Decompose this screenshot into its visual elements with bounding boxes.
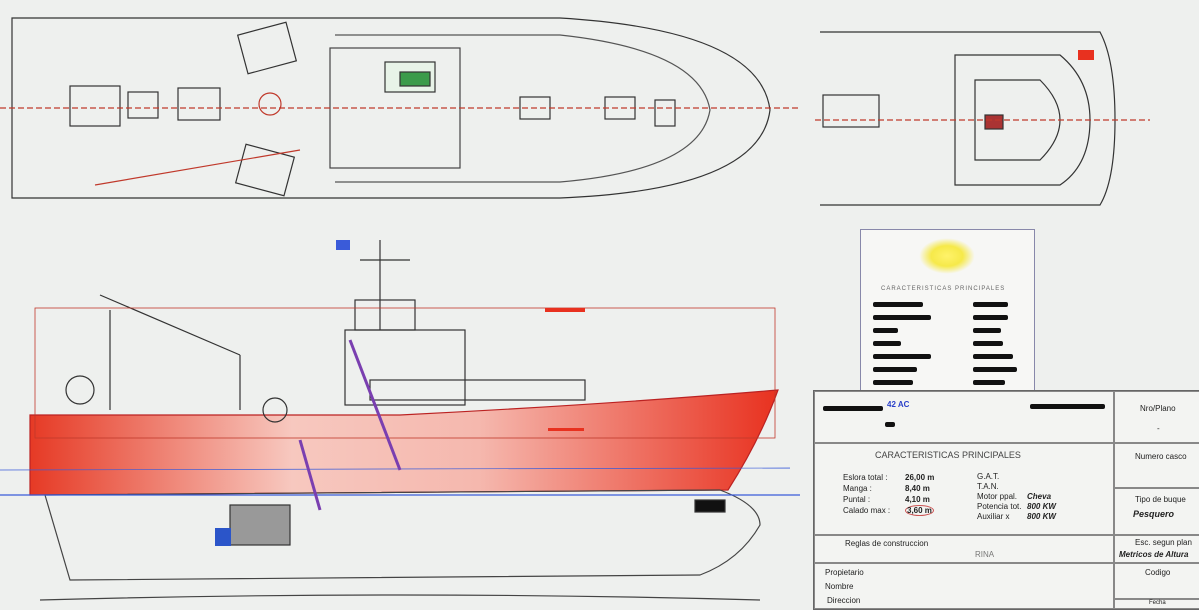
spec-row: Auxiliar x 800 KW xyxy=(977,512,1056,522)
bridge-plan-view xyxy=(815,31,1150,206)
main-characteristics: CARACTERISTICAS PRINCIPALES Eslora total… xyxy=(814,443,1114,535)
side-value: Pesquero xyxy=(1133,509,1175,519)
dimension-value: 26,00 m xyxy=(905,473,935,482)
spec-label: Motor ppal. xyxy=(977,492,1018,501)
spec-label: Potencia tot. xyxy=(977,502,1022,511)
characteristics-card: CARACTERISTICAS PRINCIPALES xyxy=(860,229,1035,396)
side-label: Codigo xyxy=(1145,568,1171,577)
vessel-type-cell: Tipo de buque Pesquero xyxy=(1114,488,1199,535)
dimension-value: 8,40 m xyxy=(905,484,930,493)
owner-section: Propietario Nombre Direccion xyxy=(814,563,1114,609)
title-block-header: 42 AC xyxy=(814,391,1114,443)
project-code: 42 AC xyxy=(887,400,910,409)
side-label: Nro/Plano xyxy=(1140,404,1176,413)
dimension-label: Manga : xyxy=(843,484,872,493)
spec-value: Cheva xyxy=(1027,492,1052,501)
side-value: Metricos de Altura xyxy=(1119,550,1189,559)
spec-row: Potencia tot. 800 KW xyxy=(977,502,1056,512)
dimension-value: 3,60 m xyxy=(905,505,934,516)
spec-row: T.A.N. xyxy=(977,482,1056,492)
dimension-row: Eslora total : 26,00 m xyxy=(843,472,934,483)
deck-plan-view xyxy=(0,17,800,199)
rules-label: Reglas de construccion xyxy=(845,539,929,548)
spec-row: G.A.T. xyxy=(977,472,1056,482)
address-label: Direccion xyxy=(827,596,861,605)
dimension-label: Calado max : xyxy=(843,506,891,515)
side-label: Fecha xyxy=(1149,600,1166,606)
owner-label: Propietario xyxy=(825,568,864,577)
hull-number-cell: Numero casco xyxy=(1114,443,1199,488)
title-block: 42 AC CARACTERISTICAS PRINCIPALES Eslora… xyxy=(813,390,1199,610)
side-label: Tipo de buque xyxy=(1135,495,1186,504)
characteristics-heading: CARACTERISTICAS PRINCIPALES xyxy=(875,450,1021,460)
side-label: Esc. segun plan xyxy=(1135,538,1192,547)
spec-label: T.A.N. xyxy=(977,482,999,491)
dimension-label: Eslora total : xyxy=(843,473,888,482)
plan-number-cell: Nro/Plano - xyxy=(1114,391,1199,443)
card-heading: CARACTERISTICAS PRINCIPALES xyxy=(881,286,1006,292)
code-cell: Codigo xyxy=(1114,563,1199,599)
side-label: Numero casco xyxy=(1135,452,1187,461)
scale-cell: Esc. segun plan Metricos de Altura xyxy=(1114,535,1199,563)
dimension-row: Manga : 8,40 m xyxy=(843,483,934,494)
dimension-label: Puntal : xyxy=(843,495,871,504)
spec-label: G.A.T. xyxy=(977,472,1000,481)
dimension-value: 4,10 m xyxy=(905,495,930,504)
profile-view xyxy=(0,240,800,601)
name-label: Nombre xyxy=(825,582,854,591)
side-value: - xyxy=(1157,424,1160,433)
dimension-row: Puntal : 4,10 m xyxy=(843,494,934,505)
company-logo xyxy=(919,238,975,274)
spec-row: Motor ppal. Cheva xyxy=(977,492,1056,502)
spec-value: 800 KW xyxy=(1027,512,1056,521)
spec-value: 800 KW xyxy=(1027,502,1056,511)
construction-rules: Reglas de construccion RINA xyxy=(814,535,1114,563)
dimension-row: Calado max : 3,60 m xyxy=(843,505,934,516)
rules-value: RINA xyxy=(975,550,995,559)
spec-label: Auxiliar x xyxy=(977,512,1010,521)
